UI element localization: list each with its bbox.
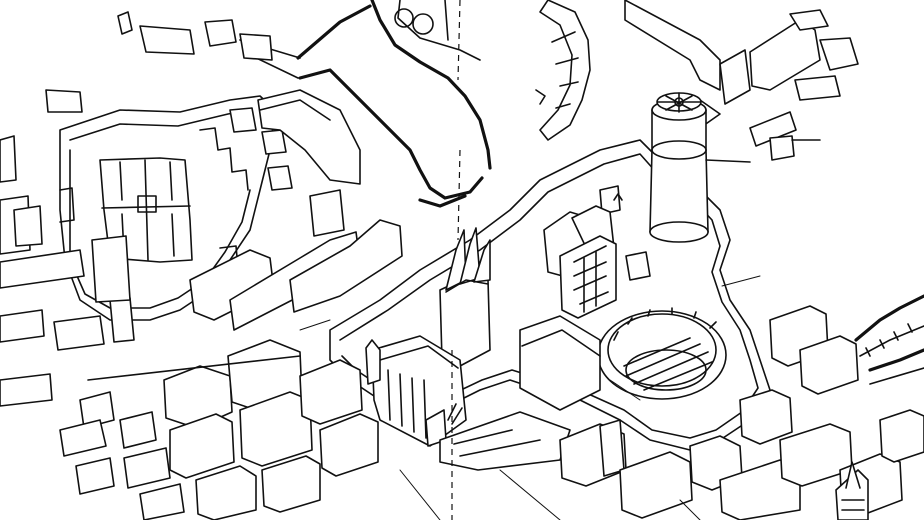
gothic-church [365,227,491,447]
plaza-wedge [439,0,601,520]
round-arena [597,307,727,400]
curved-building-block [535,0,591,141]
park-area [370,0,492,170]
river-bridge [854,294,924,385]
lighthouse-tower [649,92,751,243]
western-blocks [0,135,135,407]
southwest-town [59,339,379,520]
southeast-town [559,305,924,520]
northwest-blocks [45,11,273,113]
street-lines [299,275,761,520]
terrace-block-row [189,89,403,331]
stepped-modern-building [543,205,617,319]
northeast-buildings [624,0,859,161]
